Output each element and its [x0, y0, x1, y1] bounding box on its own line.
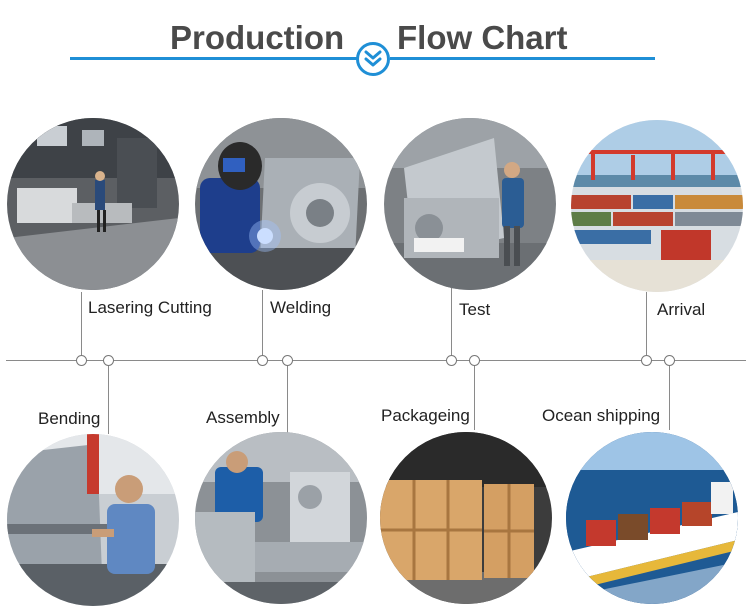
- machine-assembly-photo: [195, 432, 367, 604]
- step-label-bending: Bending: [38, 409, 101, 428]
- step-label-assembly: Assembly: [206, 408, 280, 427]
- timeline-dot: [446, 355, 457, 366]
- timeline-axis: [6, 360, 746, 361]
- step-label-test: Test: [459, 300, 491, 319]
- timeline-dot: [257, 355, 268, 366]
- double-chevron-down-icon: [356, 42, 390, 76]
- step-label-packageing: Packageing: [381, 406, 470, 425]
- connector-assembly: [287, 364, 288, 434]
- step-label-welding: Welding: [270, 298, 332, 317]
- press-brake-bending-photo: [7, 434, 179, 606]
- timeline-dot: [641, 355, 652, 366]
- title-flow-chart: Flow Chart: [397, 19, 568, 56]
- title-production: Production: [170, 19, 345, 56]
- timeline-dot: [103, 355, 114, 366]
- laser-cutting-workshop-photo: [7, 118, 179, 290]
- title-underline-right: [390, 57, 655, 60]
- connector-packageing: [474, 364, 475, 430]
- timeline-dot: [469, 355, 480, 366]
- step-label-ocean-shipping: Ocean shipping: [542, 406, 661, 425]
- connector-test: [451, 288, 452, 356]
- timeline-dot: [282, 355, 293, 366]
- connector-ocean-shipping: [669, 364, 670, 430]
- timeline-dot: [664, 355, 675, 366]
- connector-welding: [262, 290, 263, 356]
- container-port-photo: [571, 120, 743, 292]
- timeline-dot: [76, 355, 87, 366]
- title-underline-left: [70, 57, 360, 60]
- container-ship-photo: [566, 432, 738, 604]
- step-label-arrival: Arrival: [657, 300, 706, 319]
- machine-test-photo: [384, 118, 556, 290]
- wooden-crates-photo: [380, 432, 552, 604]
- connector-arrival: [646, 292, 647, 356]
- connector-bending: [108, 364, 109, 434]
- connector-lasering: [81, 292, 82, 356]
- welder-at-work-photo: [195, 118, 367, 290]
- step-label-lasering: Lasering Cutting: [88, 298, 212, 317]
